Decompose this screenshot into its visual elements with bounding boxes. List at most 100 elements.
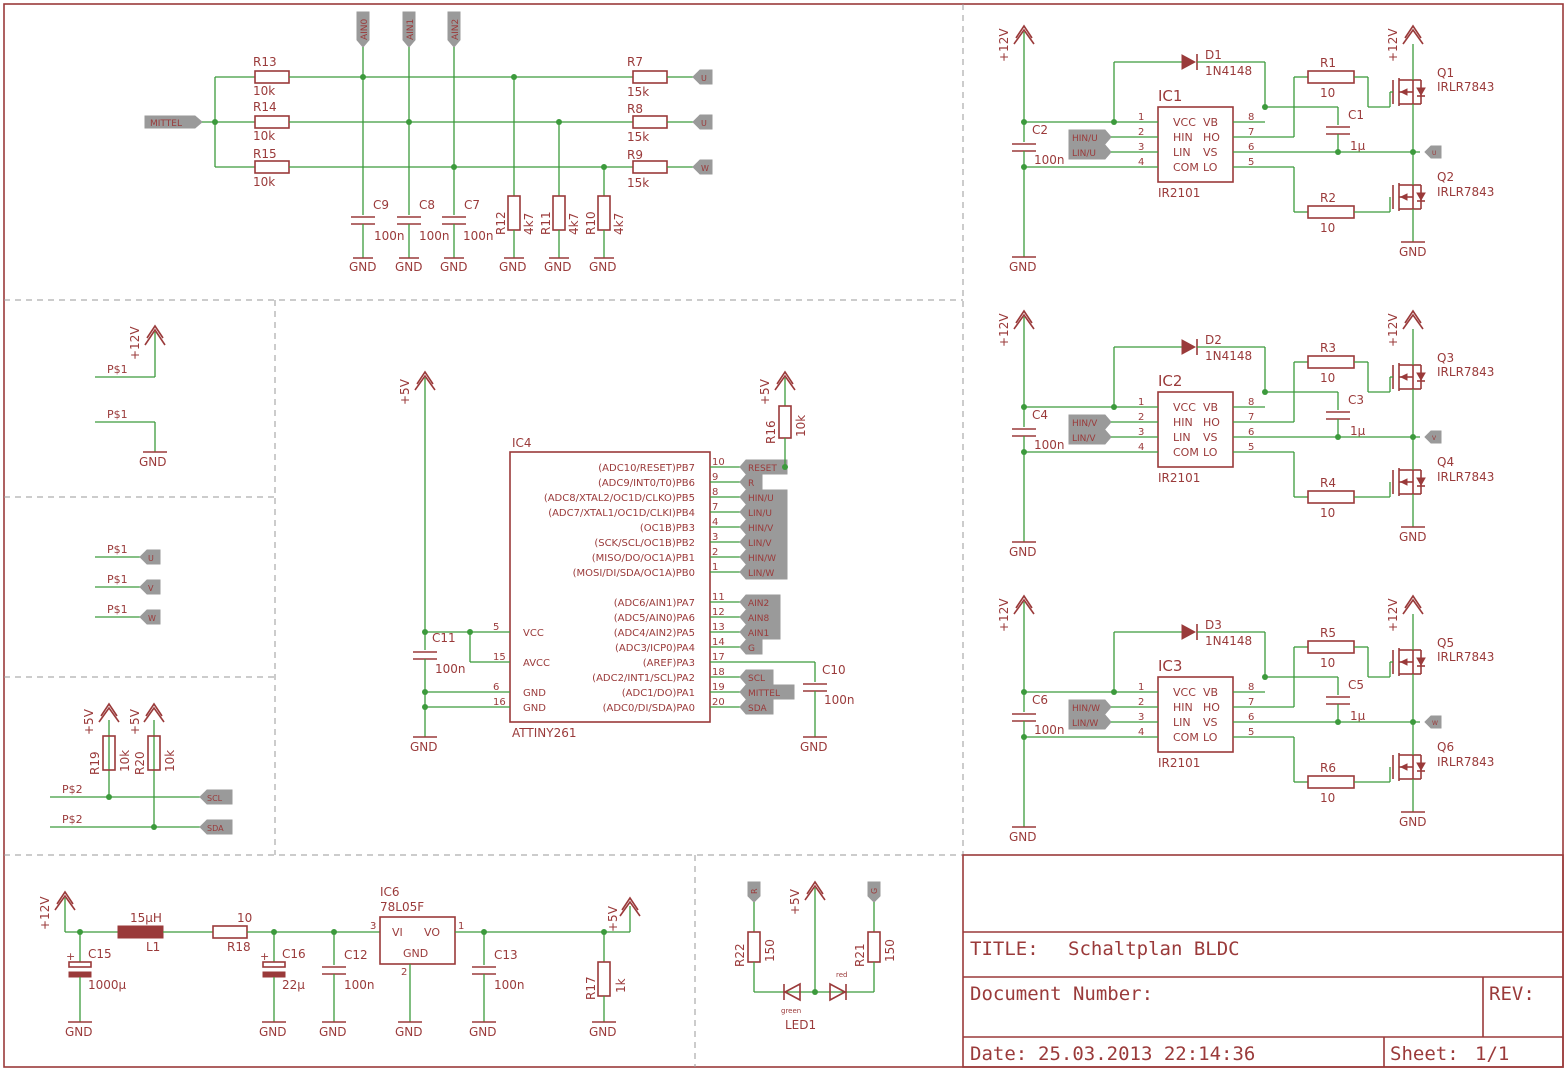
mcu-pin-number: 2 [712,547,718,558]
val-r7: 15k [627,85,649,99]
mcu-pin-name: (ADC8/XTAL2/OC1D/CLKO)PB5 [544,493,695,504]
mcu-net-text: SDA [748,704,767,714]
mcu-pin-number: 20 [712,697,725,708]
pin-number: 2 [1138,127,1144,138]
svg-text:W: W [148,614,156,623]
val-c7: 100n [463,229,494,243]
ref-r17: R17 [584,976,598,1000]
pin-name: LIN [1173,716,1191,729]
pin-name: VB [1203,401,1218,414]
val-diode: 1N4148 [1205,634,1252,648]
val-c16: 22µ [282,978,305,992]
net-label-u: U [692,69,713,85]
pin-name: HIN [1173,131,1193,144]
resistor-r20 [147,735,161,771]
resistor-r13 [254,70,290,84]
ref-r10: R10 [584,211,598,235]
net-label-mittel [144,115,203,129]
val-c10: 100n [824,693,855,707]
val-qh: IRLR7843 [1437,365,1494,379]
doc-number-label: Document Number: [970,983,1153,1005]
p12v-label: +12V [128,326,142,360]
mcu-pin-name: (ADC1/DO)PA1 [622,688,695,699]
ref-diode: D2 [1205,333,1222,347]
pin-number: 2 [401,967,407,978]
ref-cboot: C3 [1348,393,1364,407]
mcu-net-label [739,639,763,655]
sheet-frame [3,3,1564,1068]
mcu-net-label [739,474,763,490]
pin-number: 8 [1248,397,1254,408]
mcu-net-text: HIN/V [748,524,774,534]
val-cboot: 1µ [1350,139,1366,153]
ref-diode: D1 [1205,48,1222,62]
net-label [1068,699,1112,715]
mcu-pin-name: (ADC9/INT0/T0)PB6 [598,478,695,489]
pin-name: HIN [1173,416,1193,429]
resistor-r1 [1307,70,1355,84]
val-r19: 10k [118,750,132,772]
pin-name: VB [1203,686,1218,699]
mosfet-q5 [1392,648,1426,676]
mcu-pin-name: GND [523,703,546,714]
gnd-label: GND [544,260,572,274]
ref-rl: R6 [1320,761,1336,775]
resistor-r17 [597,961,611,997]
p12v-label: +12V [38,896,52,930]
ref-r12: R12 [494,211,508,235]
pin-number: 5 [1248,442,1254,453]
resistor-r5 [1307,640,1355,654]
net-label-out [1424,145,1442,159]
mosfet-q2 [1392,183,1426,211]
val-r18: 10 [237,911,252,925]
mcu-net-label [739,519,788,535]
mosfet-q4 [1392,468,1426,496]
power-connector-panel: +12V P$1 P$1 GND [95,324,167,469]
gnd-label: GND [1009,830,1037,844]
p12v-label: +12V [1386,313,1400,347]
val-ql: IRLR7843 [1437,185,1494,199]
pin-name: LO [1203,446,1218,459]
motor-connector-panel: P$1 P$1 P$1 U V W [95,543,161,625]
ref-rh: R3 [1320,341,1336,355]
mcu-pin-number: 5 [493,622,499,633]
ref-c12: C12 [344,948,368,962]
pin-vo: VO [424,926,440,939]
gnd-label: GND [589,260,617,274]
ref-c11: C11 [432,631,456,645]
svg-text:V: V [148,584,154,593]
pin-name: HO [1203,416,1220,429]
led-section: R G R22 150 R21 150 +5V green red LED1 [733,880,897,1032]
p12v-label: +12V [997,598,1011,632]
gnd-label: GND [395,1025,423,1039]
ref-r18: R18 [227,940,251,954]
mcu-pin-name: (MISO/DO/OC1A)PB1 [592,553,695,564]
resistor-r18 [212,925,248,939]
mcu-pin-name: AVCC [523,658,550,669]
ref-rl: R4 [1320,476,1336,490]
mcu-pin-number: 17 [712,652,725,663]
mcu-pin-number: 1 [712,562,718,573]
net-text: LIN/V [1072,434,1096,444]
pin-label: P$2 [62,813,83,826]
driver-block-ic3: +12VGNDC6100nD31N4148HIN/WLIN/WIC3IR2101… [997,594,1494,844]
pin-number: 1 [1138,112,1144,123]
mcu-right-pins: (ADC10/RESET)PB710RESET(ADC9/INT0/T0)PB6… [544,457,795,715]
mcu-pin-number: 12 [712,607,725,618]
pin-label: P$1 [107,603,128,616]
pin-name: VCC [1173,401,1196,414]
ref-ql: Q4 [1437,455,1454,469]
sheet-label: Sheet: [1390,1043,1459,1065]
resistor-r6 [1307,775,1355,789]
val-cboot: 1µ [1350,424,1366,438]
diode-d3 [1181,624,1197,640]
net-label-w: W [692,159,713,175]
rev-label: REV: [1489,983,1535,1005]
led-red [829,982,847,1002]
mcu-net-text: MITTEL [748,689,780,699]
val-cboot: 1µ [1350,709,1366,723]
pin-name: LO [1203,731,1218,744]
mcu-pin-name: (ADC2/INT1/SCL)PA2 [592,673,695,684]
mcu-pin-name: (ADC7/XTAL1/OC1D/CLKI)PB4 [548,508,695,519]
gate-driver-ir2101 [1157,391,1234,468]
